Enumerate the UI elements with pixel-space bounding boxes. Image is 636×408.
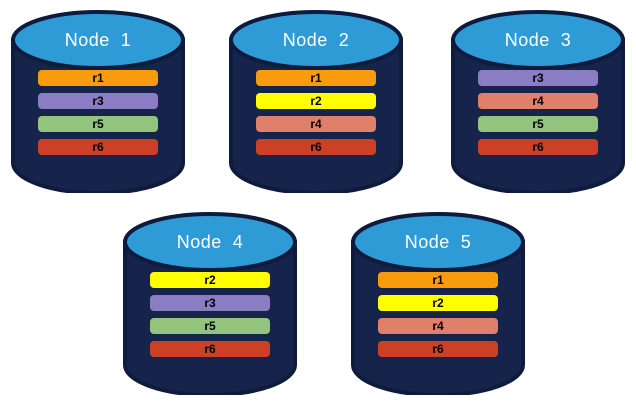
replica-bar-r4[interactable]: r4 — [378, 318, 498, 334]
node-title: Node 5 — [404, 232, 472, 252]
replica-list: r3 r4 r5 r6 — [478, 70, 598, 155]
replica-bar-r2[interactable]: r2 — [150, 272, 270, 288]
node-title: Node 3 — [504, 30, 572, 50]
replica-bar-r2[interactable]: r2 — [256, 93, 376, 109]
replica-bar-r3[interactable]: r3 — [478, 70, 598, 86]
database-node-5[interactable]: Node 5 r1 r2 r4 r6 — [350, 212, 526, 395]
replica-bar-r4[interactable]: r4 — [256, 116, 376, 132]
database-node-1[interactable]: Node 1 r1 r3 r5 r6 — [10, 10, 186, 193]
replica-bar-r5[interactable]: r5 — [38, 116, 158, 132]
replica-bar-r6[interactable]: r6 — [256, 139, 376, 155]
replica-bar-r1[interactable]: r1 — [38, 70, 158, 86]
database-node-3[interactable]: Node 3 r3 r4 r5 r6 — [450, 10, 626, 193]
database-node-4[interactable]: Node 4 r2 r3 r5 r6 — [122, 212, 298, 395]
replica-bar-r1[interactable]: r1 — [256, 70, 376, 86]
replica-bar-r5[interactable]: r5 — [478, 116, 598, 132]
replica-bar-r6[interactable]: r6 — [150, 341, 270, 357]
node-title: Node 4 — [176, 232, 244, 252]
replica-bar-r3[interactable]: r3 — [150, 295, 270, 311]
replica-list: r1 r3 r5 r6 — [38, 70, 158, 155]
replica-bar-r1[interactable]: r1 — [378, 272, 498, 288]
database-node-2[interactable]: Node 2 r1 r2 r4 r6 — [228, 10, 404, 193]
node-title: Node 2 — [282, 30, 350, 50]
replica-bar-r4[interactable]: r4 — [478, 93, 598, 109]
node-title: Node 1 — [64, 30, 132, 50]
replica-bar-r3[interactable]: r3 — [38, 93, 158, 109]
replica-bar-r6[interactable]: r6 — [378, 341, 498, 357]
replica-list: r1 r2 r4 r6 — [256, 70, 376, 155]
replica-list: r1 r2 r4 r6 — [378, 272, 498, 357]
replica-bar-r6[interactable]: r6 — [478, 139, 598, 155]
replica-bar-r2[interactable]: r2 — [378, 295, 498, 311]
replica-list: r2 r3 r5 r6 — [150, 272, 270, 357]
replica-bar-r5[interactable]: r5 — [150, 318, 270, 334]
replica-bar-r6[interactable]: r6 — [38, 139, 158, 155]
